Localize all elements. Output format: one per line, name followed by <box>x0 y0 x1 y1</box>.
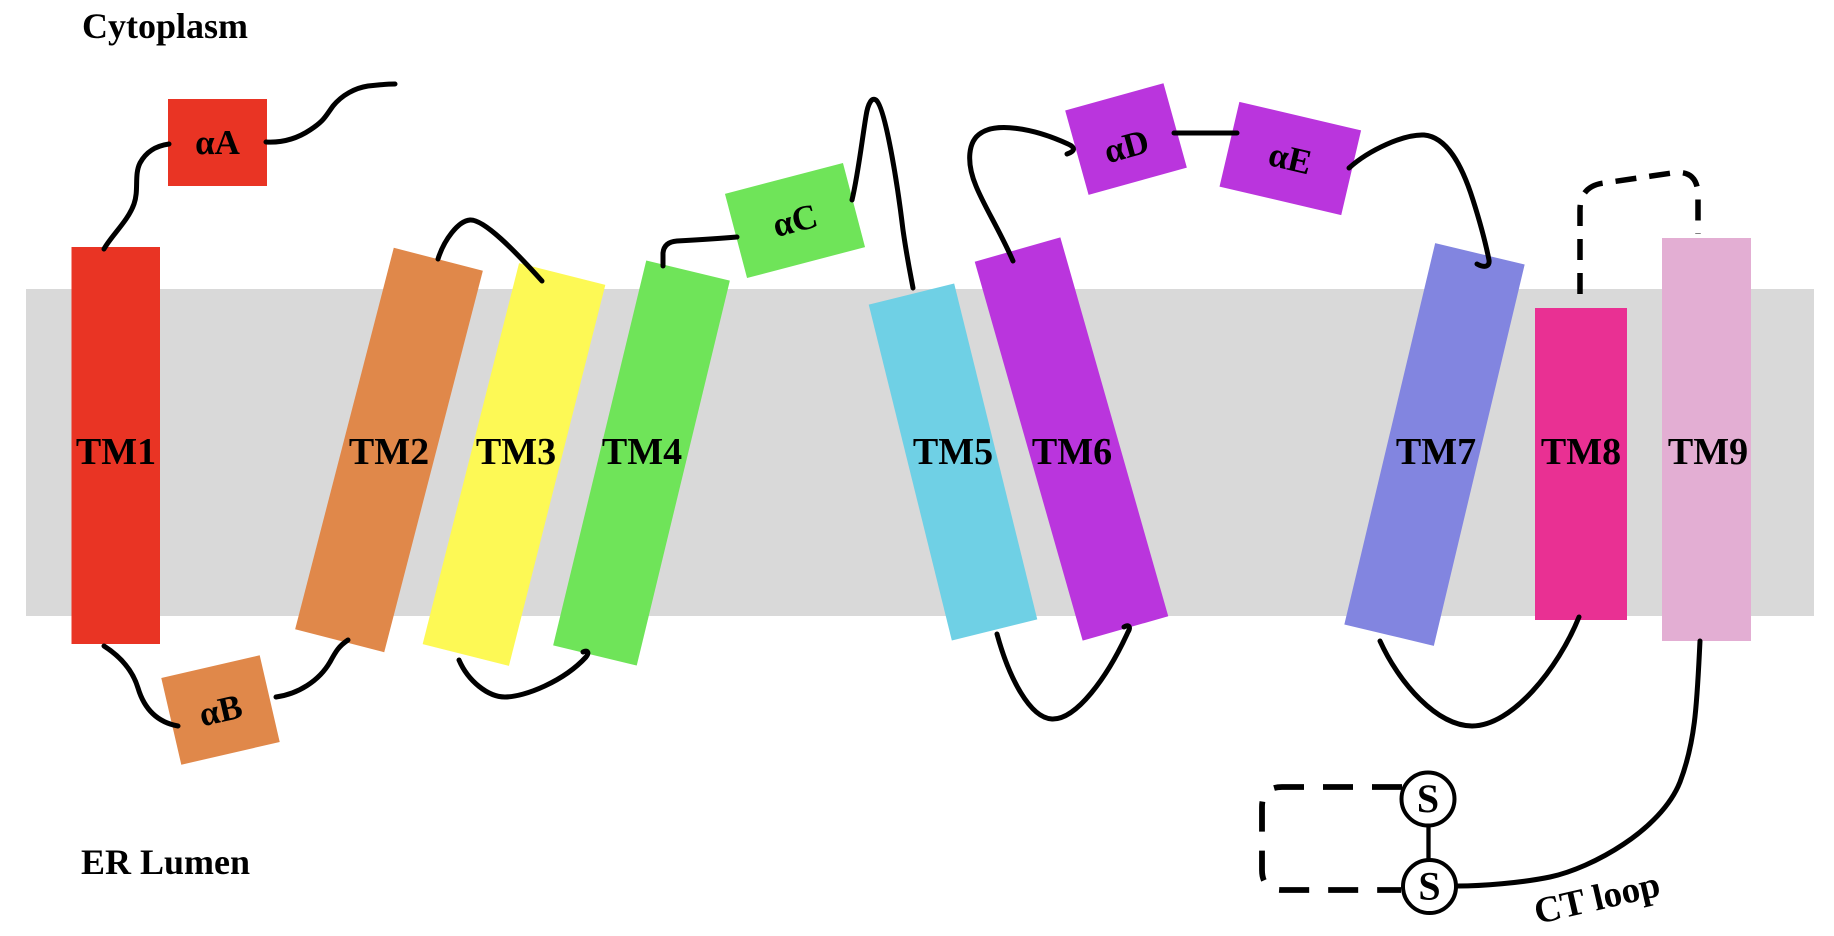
svg-text:TM6: TM6 <box>1032 431 1112 473</box>
svg-text:TM3: TM3 <box>476 431 556 473</box>
svg-text:TM5: TM5 <box>913 431 993 473</box>
svg-text:TM2: TM2 <box>349 431 429 473</box>
svg-text:TM8: TM8 <box>1541 431 1621 473</box>
svg-text:TM4: TM4 <box>602 431 682 473</box>
svg-text:TM1: TM1 <box>76 431 156 473</box>
svg-text:S: S <box>1417 776 1439 821</box>
svg-text:ER Lumen: ER Lumen <box>81 842 250 882</box>
svg-text:αA: αA <box>195 123 241 162</box>
svg-text:Cytoplasm: Cytoplasm <box>82 6 248 46</box>
svg-text:αB: αB <box>195 687 246 735</box>
svg-text:S: S <box>1418 864 1440 909</box>
svg-text:TM9: TM9 <box>1668 431 1748 473</box>
svg-text:TM7: TM7 <box>1396 431 1476 473</box>
svg-text:αE: αE <box>1265 135 1316 183</box>
